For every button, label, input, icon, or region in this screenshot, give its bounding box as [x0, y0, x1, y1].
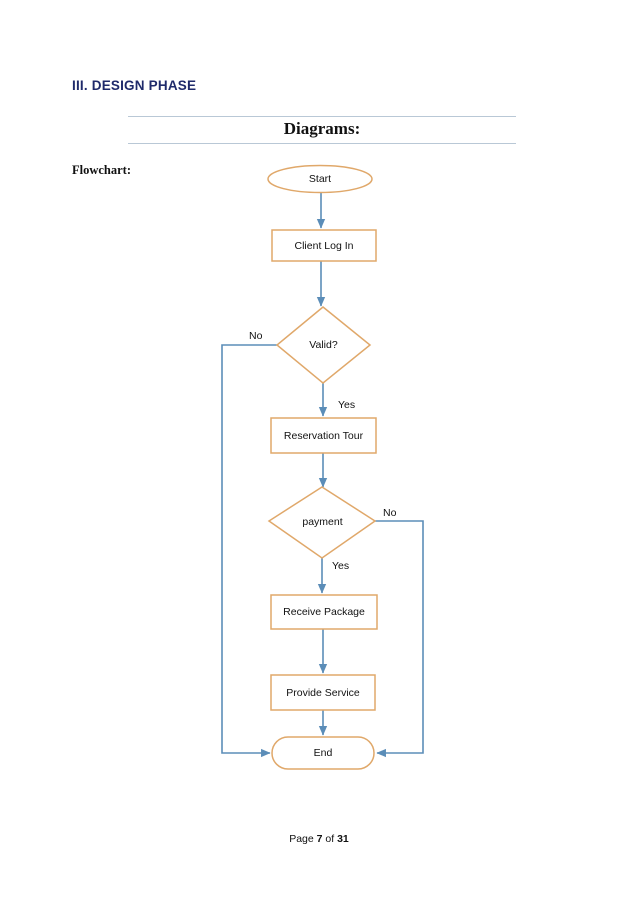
edge-label-valid-no: No: [249, 330, 263, 342]
node-start-label: Start: [308, 173, 332, 185]
node-receive-label: Receive Package: [283, 606, 365, 618]
page-footer: Page 7 of 31: [0, 833, 638, 845]
edge-label-payment-no: No: [383, 507, 397, 519]
node-valid-label: Valid?: [309, 339, 338, 351]
node-provide-label: Provide Service: [286, 687, 360, 699]
footer-current-page: 7: [316, 833, 323, 845]
flowchart-label: Flowchart:: [72, 163, 132, 177]
edge-label-valid-yes: Yes: [338, 399, 356, 411]
footer-middle: of: [322, 833, 338, 845]
footer-total-pages: 31: [337, 833, 349, 845]
edge-valid-no-to-end: [221, 344, 278, 758]
diagrams-title: Diagrams:: [283, 119, 361, 138]
divider-top: [128, 116, 516, 117]
footer-prefix: Page: [289, 833, 317, 845]
node-reservation-label: Reservation Tour: [283, 430, 364, 442]
node-payment-label: payment: [302, 516, 343, 528]
connector-group: [221, 192, 424, 758]
diagrams-title-block: Diagrams:: [128, 116, 516, 144]
edge-label-payment-yes: Yes: [332, 560, 350, 572]
edge-payment-no-to-end: [375, 520, 424, 758]
node-end-label: End: [313, 747, 333, 759]
node-login-label: Client Log In: [294, 240, 354, 252]
page-title: III. DESIGN PHASE: [72, 78, 197, 93]
divider-bottom: [128, 142, 516, 144]
